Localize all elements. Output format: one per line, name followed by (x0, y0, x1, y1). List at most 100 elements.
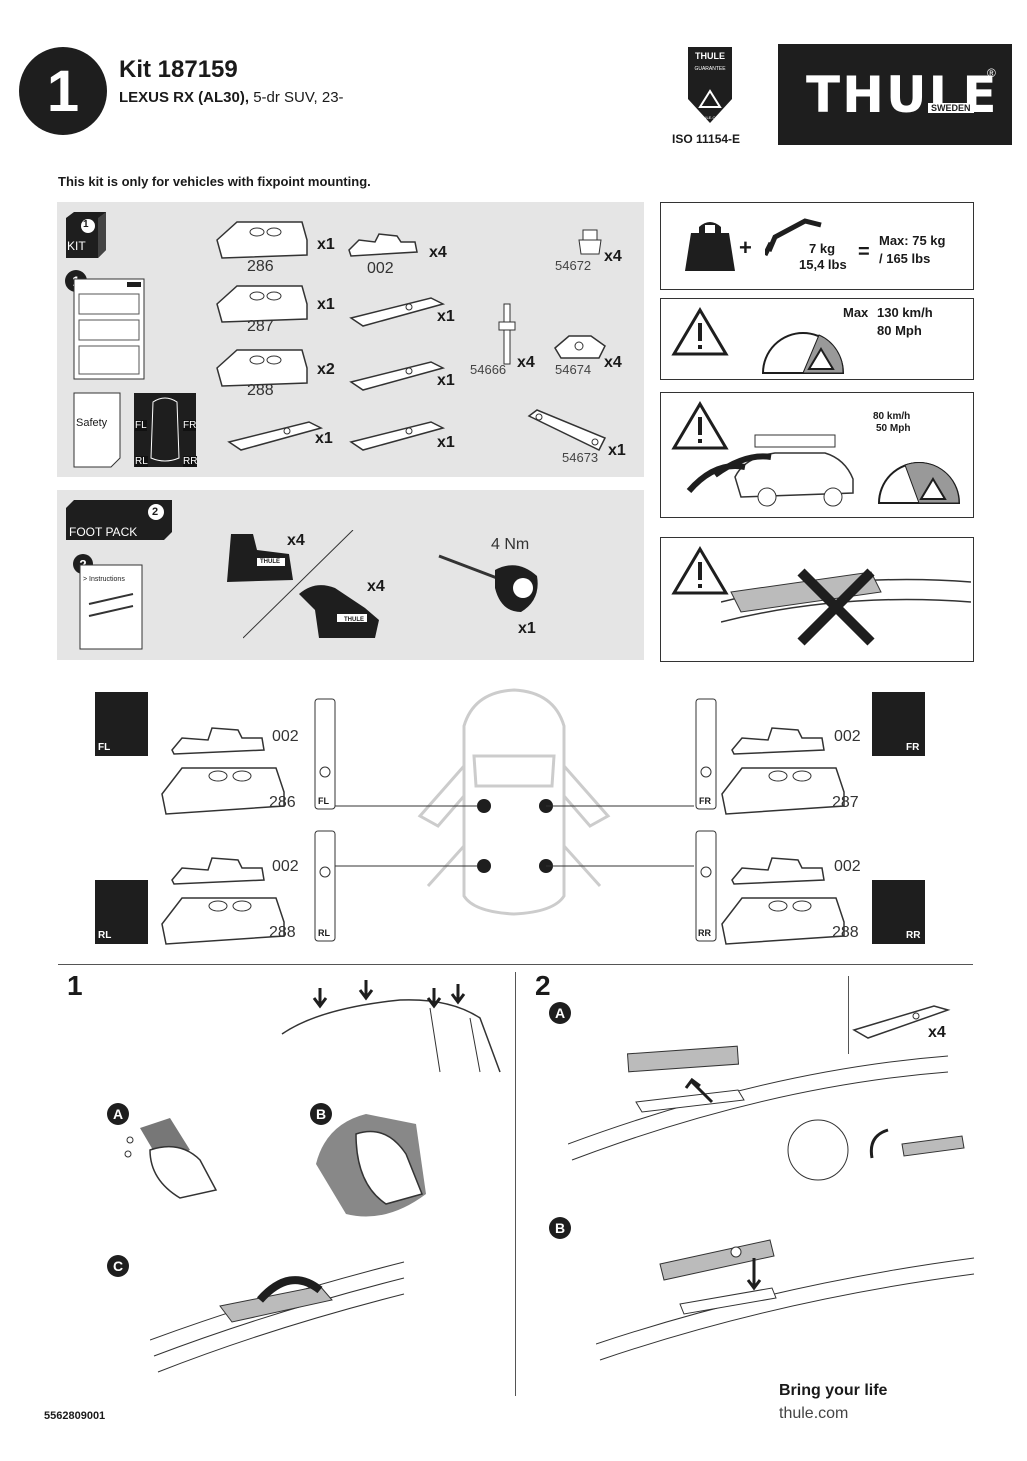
car-top-view-icon (417, 688, 611, 916)
plus-icon: + (739, 235, 752, 260)
speed2-mph: 50 Mph (876, 423, 911, 434)
load-warning-box: + 7 kg 15,4 lbs = Max: 75 kg / 165 lbs (660, 202, 974, 290)
part-54666-qty: x4 (517, 354, 535, 371)
kit-badge-num: 1 (83, 219, 89, 230)
fl-strip-label: FL (318, 796, 329, 806)
step-2b-letter: B (549, 1217, 571, 1239)
part-287-code: 287 (247, 318, 274, 335)
pad-287-icon (216, 285, 308, 323)
part-286-code: 286 (247, 258, 274, 275)
cover-plate-icon (852, 1005, 951, 1039)
wind-warning-box: 80 km/h 50 Mph (660, 392, 974, 518)
column-divider (515, 972, 516, 1396)
corner-fr-label: FR (906, 742, 920, 753)
part-54674-code: 54674 (555, 362, 592, 377)
plate-4-qty: x1 (437, 434, 455, 451)
plate-icon (349, 297, 446, 327)
rr-pad-code: 288 (832, 924, 859, 941)
pad-286-icon (216, 221, 308, 259)
step-2b-text: B (554, 1220, 566, 1236)
load-max: Max: 75 kg (879, 233, 946, 248)
vehicle-model: LEXUS RX (AL30), (119, 89, 250, 106)
step-1c-letter: C (107, 1255, 129, 1277)
part-286-qty: x1 (317, 236, 335, 253)
safety-label: Safety (76, 417, 108, 429)
sticker-rr: RR (183, 456, 198, 467)
section-divider (58, 964, 973, 965)
bracket-002-icon (348, 233, 418, 257)
sticker-rl: RL (135, 456, 148, 467)
sticker-fr: FR (183, 420, 197, 431)
speed-kmh: 130 km/h (877, 305, 933, 320)
safety-leaflet-icon (73, 392, 121, 468)
hand-wiping-icon (124, 1118, 218, 1199)
load-max-lbs: / 165 lbs (879, 251, 931, 266)
speed-max-label: Max (843, 305, 869, 320)
position-lines (334, 805, 694, 867)
roof-cleaning-points-icon (281, 980, 501, 1073)
part-287-qty: x1 (317, 296, 335, 313)
part-54674-qty: x4 (604, 354, 622, 371)
warning-triangle-icon (671, 401, 729, 450)
plate-1-qty: x1 (437, 308, 455, 325)
step-1a-letter: A (107, 1103, 129, 1125)
clamp-54674-icon (554, 335, 606, 359)
step-2-number: 2 (535, 970, 551, 1001)
speed2-kmh: 80 km/h (873, 411, 911, 422)
step-2a-letter: A (549, 1002, 571, 1024)
corner-marker-fl: FL (95, 692, 148, 756)
vehicle-desc: 5-dr SUV, 23- (253, 89, 344, 106)
fr-pad-bracket-icon (721, 727, 845, 815)
corner-marker-rr: RR (872, 880, 925, 944)
step-1-number: 1 (67, 970, 83, 1001)
corner-marker-fr: FR (872, 692, 925, 756)
plate-icon (349, 421, 446, 451)
rl-pad-code: 288 (269, 924, 296, 941)
part-54673-code: 54673 (562, 450, 599, 465)
part-002-code: 002 (367, 260, 394, 277)
fl-strip-icon (314, 698, 336, 810)
guarantee-label: GUARANTEE (694, 66, 726, 72)
thule-logo: THULE SWEDEN ® (778, 44, 1012, 145)
part-54672-qty: x4 (604, 248, 622, 265)
fr-strip-icon (695, 698, 717, 810)
step-1b-text: B (315, 1106, 327, 1122)
equals-icon: = (858, 241, 870, 263)
foot-badge-label: FOOT PACK (69, 525, 138, 539)
part-288-code: 288 (247, 382, 274, 399)
guarantee-url: THULE.COM (698, 115, 722, 120)
foot-pack-box-icon (66, 500, 172, 540)
rr-strip-icon (695, 830, 717, 942)
fr-pad-code: 287 (832, 794, 859, 811)
kit-title: Kit 187159 (119, 56, 238, 83)
fl-bracket-code: 002 (272, 728, 299, 745)
kit-badge-label: KIT (67, 239, 86, 253)
logo-sweden: SWEDEN (928, 103, 974, 113)
warning-triangle-icon (671, 307, 729, 356)
foot-a-logo: THULE (260, 559, 280, 565)
rl-bracket-code: 002 (272, 858, 299, 875)
foot-pack-panel: 2 FOOT PACK 2 > Instructions x4 THULE x4… (57, 490, 644, 660)
iso-standard: ISO 11154-E (672, 132, 741, 146)
kit-contents-panel: 1 KIT 1 Safety FL FR RL RR x1 286 x4 002… (57, 202, 644, 477)
foot-instructions-icon (79, 564, 143, 650)
website-link[interactable]: thule.com (779, 1405, 849, 1422)
part-288-qty: x2 (317, 361, 335, 378)
doc-number: 5562809001 (44, 1410, 106, 1422)
step-number: 1 (46, 58, 80, 124)
guarantee-shield-icon: THULE GUARANTEE THULE.COM (688, 47, 732, 123)
instructions-label: > Instructions (83, 576, 125, 583)
speedometer-icon (761, 332, 845, 374)
rl-pad-bracket-icon (161, 857, 285, 945)
rr-pad-bracket-icon (721, 857, 845, 945)
torque-label: 4 Nm (491, 536, 530, 553)
foot-b-qty: x4 (367, 578, 385, 595)
plate-54673-icon (527, 409, 607, 451)
part-54672-code: 54672 (555, 258, 592, 273)
foot-badge-num: 2 (152, 506, 159, 518)
cloth-drying-icon (316, 1114, 426, 1217)
guarantee-badge: THULE GUARANTEE THULE.COM (684, 43, 736, 127)
kit-box-icon (66, 212, 106, 258)
plate-icon (349, 361, 446, 391)
foot-a-icon (227, 534, 293, 582)
